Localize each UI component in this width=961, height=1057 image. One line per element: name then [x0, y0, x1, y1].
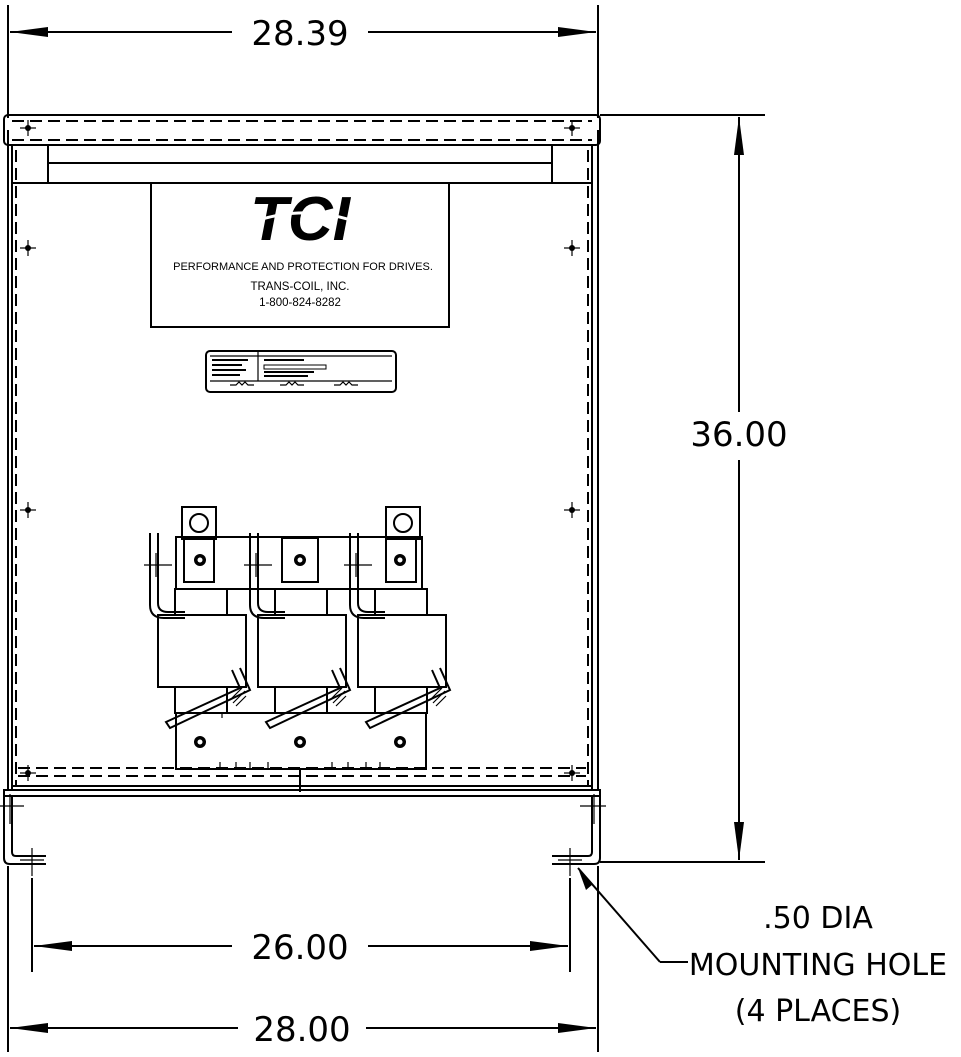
- callout-line-2: MOUNTING HOLE: [689, 948, 947, 983]
- enclosure: [3, 114, 601, 790]
- fastener-icon: [564, 765, 580, 781]
- fastener-icon: [564, 240, 580, 256]
- panel-fastener-marks: [20, 120, 580, 781]
- fastener-icon: [20, 502, 36, 518]
- fastener-icon: [564, 120, 580, 136]
- reactor-assembly: [144, 506, 452, 770]
- phone-text: 1-800-824-8282: [259, 297, 341, 309]
- fastener-icon: [20, 240, 36, 256]
- fastener-icon: [20, 120, 36, 136]
- svg-text:TCI: TCI: [250, 185, 352, 254]
- tci-logo: TCI: [237, 185, 363, 254]
- fastener-icon: [20, 765, 36, 781]
- tagline-text: PERFORMANCE AND PROTECTION FOR DRIVES.: [173, 261, 433, 273]
- enclosure-base: [0, 762, 606, 876]
- dim-height: 36.00: [600, 114, 788, 863]
- nameplate: [205, 350, 397, 393]
- dim-top-width: 28.39: [7, 5, 599, 118]
- label-plate: TCI PERFORMANCE AND PROTECTION FOR DRIVE…: [150, 182, 450, 328]
- callout-line-3: (4 PLACES): [735, 994, 901, 1029]
- dim-base-width-label: 28.00: [253, 1010, 350, 1050]
- dim-top-width-label: 28.39: [251, 14, 348, 54]
- dim-base-width: 28.00: [7, 866, 599, 1052]
- mounting-hole-callout: .50 DIA MOUNTING HOLE (4 PLACES): [577, 867, 947, 1029]
- callout-line-1: .50 DIA: [763, 901, 873, 936]
- fastener-icon: [564, 502, 580, 518]
- dim-height-label: 36.00: [690, 415, 787, 455]
- company-text: TRANS-COIL, INC.: [250, 281, 349, 293]
- dim-mount-spacing: 26.00: [31, 878, 571, 972]
- dim-mount-spacing-label: 26.00: [251, 928, 348, 968]
